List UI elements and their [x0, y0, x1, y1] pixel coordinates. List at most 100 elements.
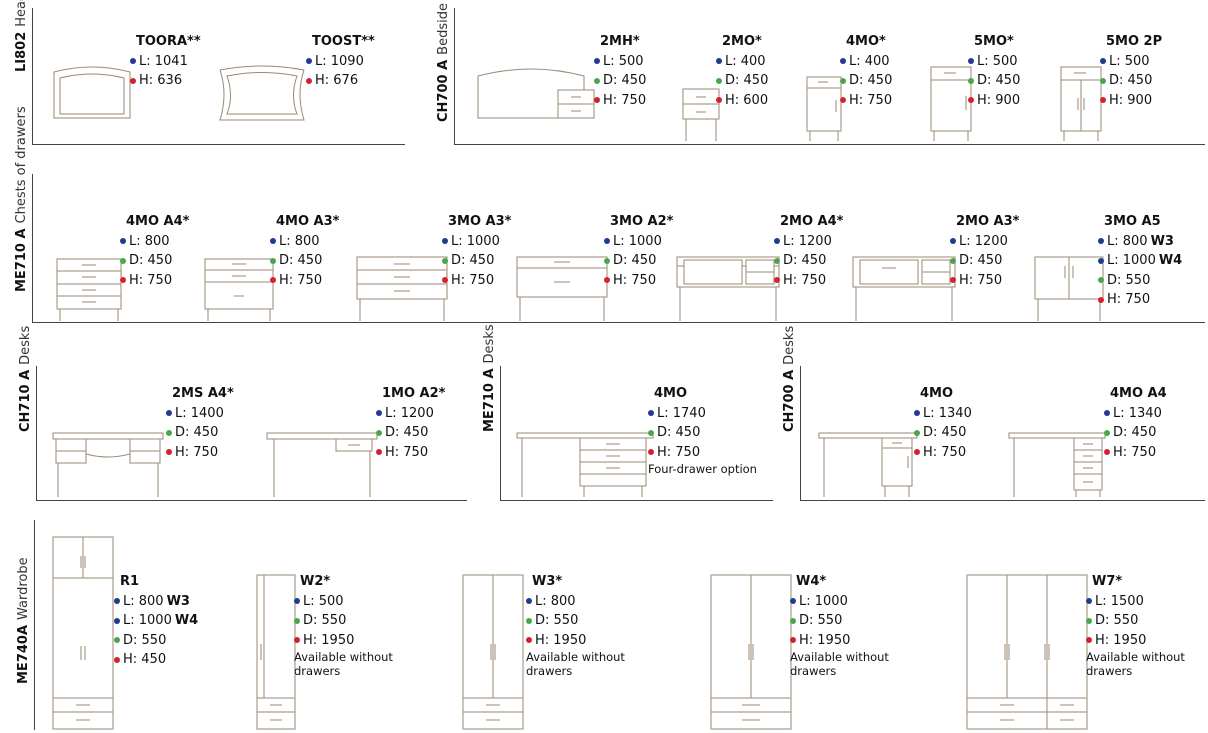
item-name: 3MO A5	[1104, 214, 1161, 229]
bullet-dot-icon	[790, 598, 796, 605]
dimension-value: L: 800	[129, 233, 170, 249]
wardrobe-r1-drawing	[52, 536, 114, 730]
bullet-dot-icon	[1100, 77, 1106, 84]
dimension-row: L: 800	[526, 592, 636, 612]
bullet-dot-icon	[270, 277, 276, 284]
bullet-dot-icon	[648, 449, 654, 456]
bullet-dot-icon	[594, 58, 600, 65]
chest-2mo-a4-drawing	[676, 256, 780, 321]
bullet-dot-icon	[790, 637, 796, 644]
dimension-row: H: 750	[914, 443, 972, 463]
dimension-value: H: 750	[613, 272, 657, 288]
dimension-value: L: 800	[1107, 233, 1148, 249]
dimension-value: D: 450	[959, 253, 1003, 268]
bullet-dot-icon	[604, 238, 610, 245]
dimension-row: D: 450	[604, 251, 673, 271]
item-name: 4MO	[654, 386, 688, 401]
dimension-row: D: 450	[716, 71, 768, 91]
bullet-dot-icon	[968, 77, 974, 84]
dimension-row: L: 1740	[648, 404, 778, 424]
section-label-desks2: ME710 ADesks	[482, 324, 497, 432]
bullet-dot-icon	[774, 238, 780, 245]
item-name: 4MO A3*	[276, 214, 340, 229]
dimension-value: H: 750	[1113, 444, 1157, 460]
bullet-dot-icon	[594, 97, 600, 104]
dimension-row: H: 1950	[1086, 631, 1196, 651]
item-name: TOOST**	[312, 34, 375, 49]
item-name: R1	[120, 574, 140, 589]
desk-1mo-a2-drawing	[266, 432, 378, 497]
headboard-toora-drawing	[53, 66, 131, 119]
section-label-wardrobe: ME740AWardrobe	[16, 557, 31, 684]
dimension-row: L: 1400	[166, 404, 234, 424]
bedside-4mo-drawing	[806, 76, 842, 141]
dimension-row: H: 750	[594, 91, 646, 111]
dimension-value: H: 750	[385, 444, 429, 460]
dimension-value: L: 500	[603, 53, 644, 69]
dimension-value: H: 1950	[1095, 632, 1147, 648]
dimension-value: H: 900	[1109, 92, 1153, 108]
dimension-row: D: 450	[648, 423, 778, 443]
item-note: Available without drawers	[1086, 650, 1185, 678]
dimension-value: L: 500	[1109, 53, 1150, 69]
dimension-value: L: 500	[303, 593, 344, 609]
dimension-value: L: 1200	[783, 233, 832, 249]
dimension-row: H: 750	[840, 91, 892, 111]
dimension-value: H: 750	[657, 444, 701, 460]
dimension-value: H: 900	[977, 92, 1021, 108]
bullet-dot-icon	[968, 97, 974, 104]
bullet-dot-icon	[130, 58, 136, 65]
dimension-value: L: 800	[123, 593, 164, 609]
dimension-value: D: 450	[849, 73, 893, 88]
dimension-row: L: 800	[120, 232, 189, 252]
dimension-value: L: 1500	[1095, 593, 1144, 609]
bullet-dot-icon	[840, 58, 846, 65]
dimension-value: H: 636	[139, 73, 183, 88]
dimension-row: H: 676	[306, 71, 375, 91]
dimension-value: H: 450	[123, 652, 167, 667]
model-variant: W3	[1150, 233, 1174, 249]
dimension-value: D: 550	[123, 632, 167, 648]
dimension-value: H: 1950	[535, 632, 587, 648]
dimension-row: D: 450	[376, 423, 445, 443]
bullet-dot-icon	[120, 257, 126, 264]
dimension-row: L: 1200	[376, 404, 445, 424]
dimension-row: H: 600	[716, 91, 768, 111]
bullet-dot-icon	[306, 77, 312, 84]
dimension-row: D: 450	[968, 71, 1020, 91]
bedside-5mo2p-drawing	[1060, 66, 1102, 141]
dimension-row: D: 550	[294, 611, 404, 631]
chest-3mo-a3-drawing	[356, 256, 448, 321]
bullet-dot-icon	[114, 598, 120, 605]
bullet-dot-icon	[716, 77, 722, 84]
wardrobe-w3-drawing	[462, 574, 524, 730]
dimension-row: L: 1500	[1086, 592, 1196, 612]
bullet-dot-icon	[270, 257, 276, 264]
item-name: 1MO A2*	[382, 386, 446, 401]
bullet-dot-icon	[840, 97, 846, 104]
item-name: W2*	[300, 574, 331, 589]
dimension-value: H: 1950	[799, 632, 851, 648]
model-variant: W4	[1158, 253, 1183, 268]
item-name: 4MO A4*	[126, 214, 190, 229]
bullet-dot-icon	[1104, 449, 1110, 456]
bedside-2mo-drawing	[682, 88, 720, 141]
section-frame-wardrobe	[34, 520, 35, 730]
bullet-dot-icon	[790, 617, 796, 624]
dimension-value: D: 450	[385, 425, 429, 440]
bullet-dot-icon	[294, 598, 300, 605]
bullet-dot-icon	[648, 429, 654, 436]
bullet-dot-icon	[1086, 617, 1092, 624]
dimension-value: D: 450	[1109, 73, 1153, 88]
bullet-dot-icon	[914, 449, 920, 456]
